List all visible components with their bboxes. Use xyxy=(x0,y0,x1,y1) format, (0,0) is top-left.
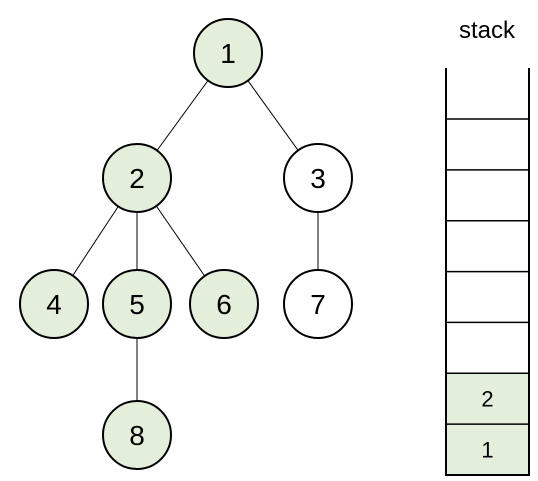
node-label: 3 xyxy=(310,163,326,194)
node-circle xyxy=(19,269,89,339)
tree-node-3: 3 xyxy=(283,143,353,213)
stack-item: 1 xyxy=(446,424,529,475)
tree-node-1: 1 xyxy=(193,18,263,88)
tree-nodes: 1 2 3 4 5 6 7 8 xyxy=(19,18,353,470)
tree-node-4: 4 xyxy=(19,269,89,339)
edge-2-6 xyxy=(155,205,206,277)
edge-2-4 xyxy=(72,206,119,276)
tree-node-5: 5 xyxy=(102,269,172,339)
tree-edges xyxy=(72,80,319,401)
node-label: 4 xyxy=(46,289,62,320)
stack-item-fill xyxy=(446,424,529,475)
stack-item-fill xyxy=(446,373,529,425)
node-label: 7 xyxy=(310,289,326,320)
tree-node-7: 7 xyxy=(283,269,353,339)
node-circle xyxy=(102,400,172,470)
stack-container: stack 1 2 xyxy=(445,17,530,476)
node-circle xyxy=(102,269,172,339)
tree-node-8: 8 xyxy=(102,400,172,470)
edge-1-2 xyxy=(156,80,209,151)
tree-node-2: 2 xyxy=(102,143,172,213)
node-label: 2 xyxy=(129,163,145,194)
node-circle xyxy=(193,18,263,88)
node-label: 6 xyxy=(216,289,232,320)
node-label: 8 xyxy=(129,420,145,451)
stack-item: 2 xyxy=(446,373,529,425)
node-label: 5 xyxy=(129,289,145,320)
node-label: 1 xyxy=(220,38,236,69)
node-circle xyxy=(283,269,353,339)
stack-title: stack xyxy=(459,17,516,44)
stack-item-label: 2 xyxy=(481,387,493,412)
node-circle xyxy=(283,143,353,213)
node-circle xyxy=(102,143,172,213)
stack-item-label: 1 xyxy=(481,438,493,463)
node-circle xyxy=(189,269,259,339)
edge-1-3 xyxy=(247,80,299,151)
tree-node-6: 6 xyxy=(189,269,259,339)
